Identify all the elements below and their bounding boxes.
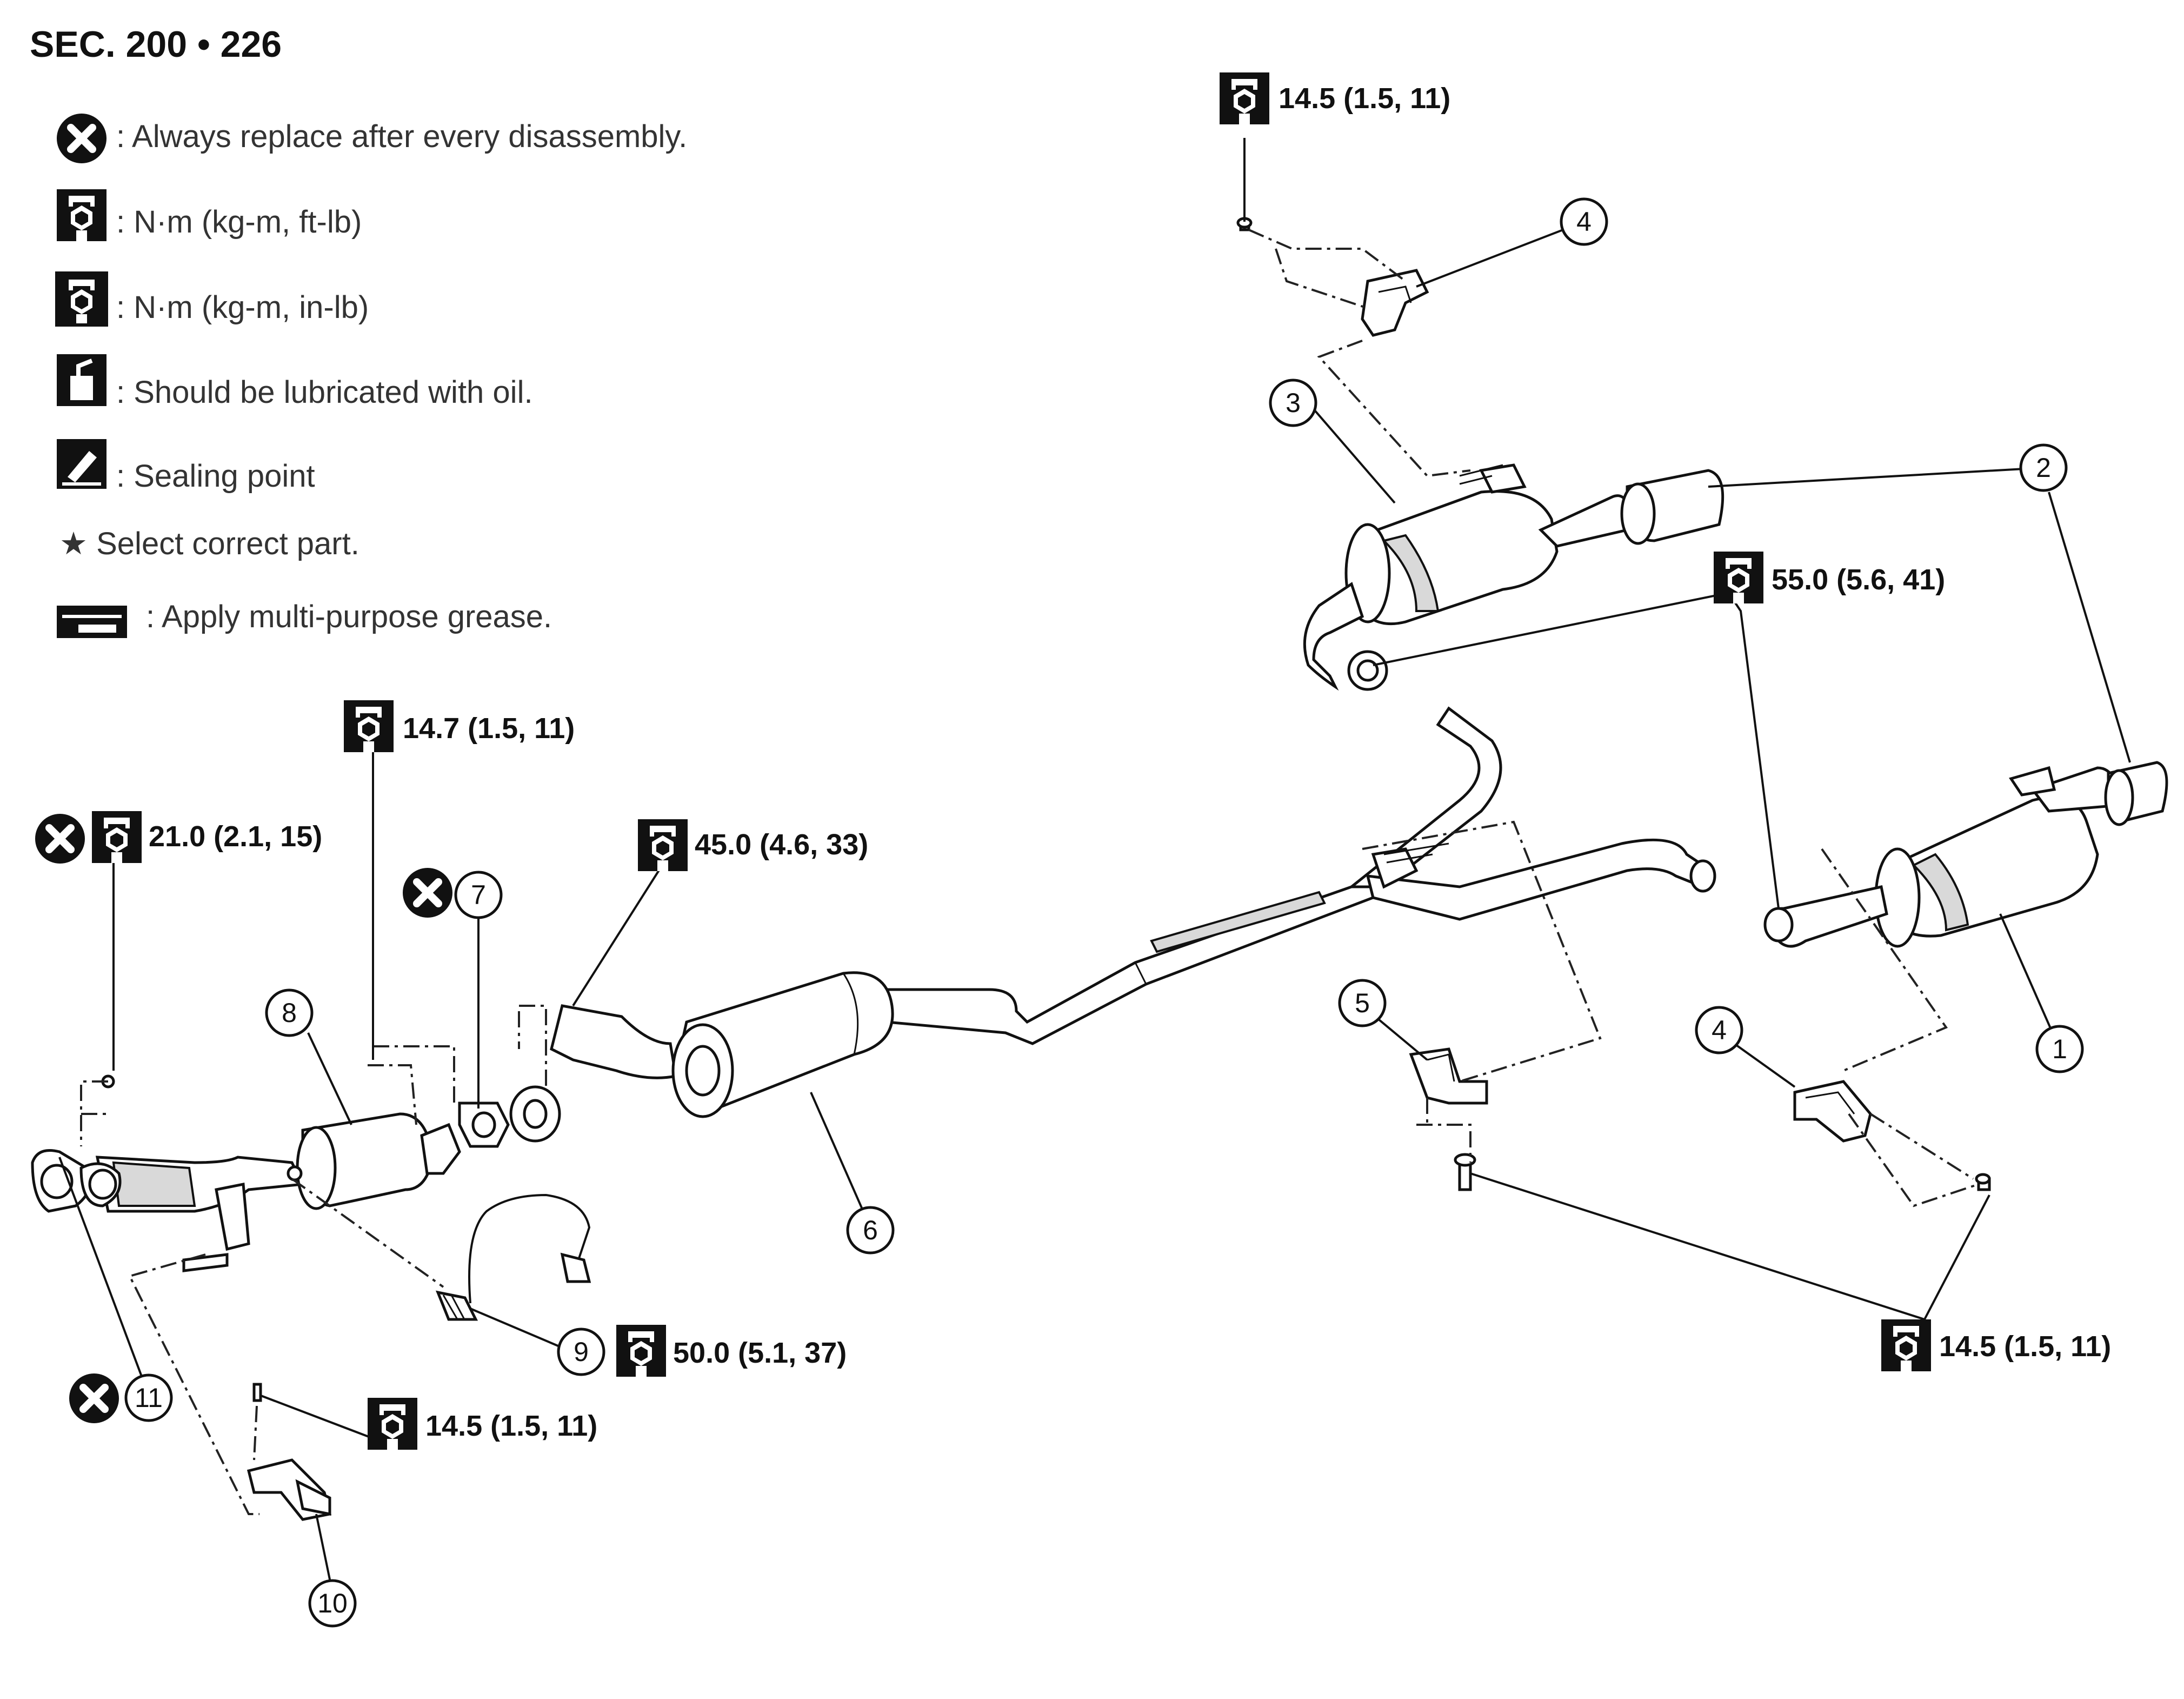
svg-text:6: 6 xyxy=(863,1215,878,1245)
torque-wrench-icon xyxy=(368,1398,417,1450)
callout-9: 9 xyxy=(557,1328,605,1376)
callout-5: 5 xyxy=(1338,979,1387,1027)
alignment-lines xyxy=(80,229,1979,1515)
grease-icon xyxy=(57,606,127,638)
hanger-bracket-10 xyxy=(247,1383,332,1521)
sealing-point-icon xyxy=(57,439,106,489)
torque-spec-t2: 55.0 (5.6, 41) xyxy=(1714,552,1945,603)
torque-wrench-icon xyxy=(616,1325,666,1377)
legend-text-oil: : Should be lubricated with oil. xyxy=(116,375,533,410)
svg-text:11: 11 xyxy=(135,1383,163,1413)
torque-spec-t6: 50.0 (5.1, 37) xyxy=(616,1325,847,1377)
x-circle-icon xyxy=(403,868,452,918)
legend-text-seal: : Sealing point xyxy=(116,459,315,494)
svg-text:1: 1 xyxy=(2052,1034,2067,1064)
torque-wrench-icon xyxy=(57,189,106,241)
callout-4-upper: 4 xyxy=(1560,197,1608,246)
torque-wrench-icon xyxy=(638,819,688,871)
callout-1: 1 xyxy=(2035,1025,2084,1073)
legend-text-ftlb: : N·m (kg-m, ft-lb) xyxy=(116,204,362,240)
hanger-bracket-4-upper xyxy=(1236,217,1429,337)
torque-value: 14.5 (1.5, 11) xyxy=(425,1410,597,1442)
svg-text:5: 5 xyxy=(1355,988,1370,1018)
torque-value: 55.0 (5.6, 41) xyxy=(1772,563,1945,596)
svg-text:7: 7 xyxy=(471,880,486,910)
legend-text-inlb: : N·m (kg-m, in-lb) xyxy=(116,290,369,325)
callout-6: 6 xyxy=(846,1206,895,1255)
torque-value: 45.0 (4.6, 33) xyxy=(695,828,868,861)
svg-text:8: 8 xyxy=(282,998,297,1028)
svg-text:10: 10 xyxy=(317,1588,348,1618)
x-circle-icon xyxy=(35,814,85,864)
x-circle-icon xyxy=(57,114,106,163)
torque-spec-t1: 14.5 (1.5, 11) xyxy=(1220,72,1450,124)
hanger-bracket-5 xyxy=(1409,1047,1488,1191)
torque-value: 14.7 (1.5, 11) xyxy=(403,712,575,745)
svg-text:4: 4 xyxy=(1712,1015,1727,1045)
hanger-bracket-4-lower xyxy=(1793,1080,1991,1191)
svg-text:3: 3 xyxy=(1286,388,1301,418)
section-title: SEC. 200 • 226 xyxy=(30,24,282,65)
right-main-muffler xyxy=(1763,761,2168,948)
legend: : Always replace after every disassembly… xyxy=(57,114,687,638)
callout-11: 11 xyxy=(124,1373,173,1422)
torque-value: 50.0 (5.1, 37) xyxy=(673,1337,847,1369)
svg-text:9: 9 xyxy=(574,1337,589,1367)
svg-text:2: 2 xyxy=(2036,453,2051,483)
x-circle-icon xyxy=(69,1373,119,1423)
legend-text-star: ★ Select correct part. xyxy=(59,526,359,561)
legend-text-replace: : Always replace after every disassembly… xyxy=(116,119,687,154)
svg-text:4: 4 xyxy=(1576,207,1592,237)
oil-can-icon xyxy=(57,354,106,406)
torque-wrench-icon xyxy=(1220,72,1269,124)
leader-lines xyxy=(58,138,2131,1593)
torque-wrench-icon xyxy=(344,700,394,752)
gasket-flanges xyxy=(458,1085,561,1148)
callout-3: 3 xyxy=(1269,379,1317,427)
manifold-gasket xyxy=(31,1074,122,1213)
callout-8: 8 xyxy=(265,988,314,1037)
front-tube-assembly xyxy=(874,706,1716,1045)
callouts: 1 2 3 4 4 5 6 7 xyxy=(124,197,2084,1628)
oxygen-sensor xyxy=(435,1193,591,1321)
callout-7: 7 xyxy=(454,871,503,919)
legend-text-grease: : Apply multi-purpose grease. xyxy=(146,599,552,634)
torque-spec-t5: 45.0 (4.6, 33) xyxy=(638,819,868,871)
torque-value: 14.5 (1.5, 11) xyxy=(1279,82,1450,115)
left-main-muffler xyxy=(1303,463,1724,691)
torque-wrench-icon xyxy=(1881,1319,1931,1371)
callout-2: 2 xyxy=(2019,443,2068,492)
torque-value: 14.5 (1.5, 11) xyxy=(1939,1330,2111,1363)
torque-spec-t7: 14.5 (1.5, 11) xyxy=(368,1398,597,1450)
torque-value: 21.0 (2.1, 15) xyxy=(149,820,322,853)
torque-wrench-icon xyxy=(1714,552,1763,603)
catalytic-converter xyxy=(95,1112,461,1213)
center-muffler xyxy=(550,971,894,1118)
torque-wrench-icon xyxy=(92,811,142,863)
torque-spec-t4: 21.0 (2.1, 15) xyxy=(35,811,322,864)
torque-wrench-inlb-icon xyxy=(55,271,108,327)
callout-10: 10 xyxy=(308,1579,357,1628)
torque-spec-t8: 14.5 (1.5, 11) xyxy=(1881,1319,2111,1371)
callout-4-lower: 4 xyxy=(1695,1006,1743,1054)
torque-spec-t3: 14.7 (1.5, 11) xyxy=(344,700,575,752)
